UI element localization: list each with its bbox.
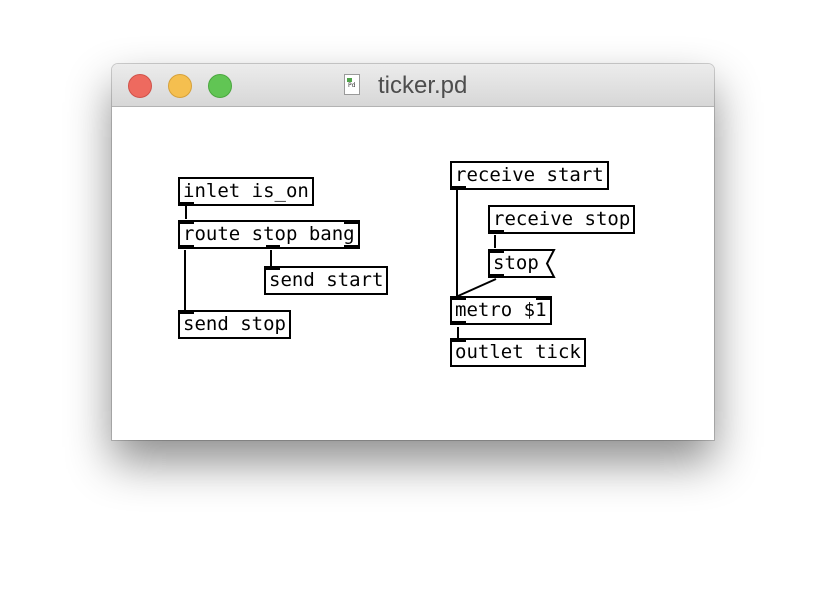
object-label: outlet tick [455,341,581,363]
object-receive-start[interactable]: receive start [450,161,609,190]
object-route-stop-bang[interactable]: route stop bang [178,220,360,249]
object-metro[interactable]: metro $1 [450,296,552,325]
minimize-button[interactable] [168,74,192,98]
inlet[interactable] [343,220,358,224]
pd-document-icon: Pd [344,74,360,95]
object-inlet-is-on[interactable]: inlet is_on [178,177,314,206]
inlet[interactable] [266,266,280,270]
object-receive-stop[interactable]: receive stop [488,205,636,234]
object-label: send stop [183,313,286,335]
inlet[interactable] [452,338,466,342]
patch-canvas[interactable] [112,107,714,440]
object-label: route stop bang [183,223,355,245]
inlet[interactable] [180,220,194,224]
object-outlet-tick[interactable]: outlet tick [450,338,586,367]
outlet[interactable] [180,245,194,249]
object-label: metro $1 [455,299,547,321]
outlet[interactable] [490,230,504,234]
outlet[interactable] [180,202,194,206]
outlet[interactable] [452,321,466,325]
title-bar[interactable]: Pd ticker.pd [112,64,714,107]
close-button[interactable] [128,74,152,98]
outlet[interactable] [266,245,280,249]
object-label: receive start [455,164,604,186]
patch-window: Pd ticker.pd [112,64,714,440]
object-label: send start [269,269,384,291]
inlet[interactable] [535,296,550,300]
outlet[interactable] [490,274,504,278]
outlet[interactable] [452,186,466,190]
window-title: ticker.pd [378,72,468,99]
object-send-stop[interactable]: send stop [178,310,291,339]
object-label: receive stop [493,208,631,230]
inlet[interactable] [490,249,504,253]
message-stop[interactable]: stop [488,249,554,278]
zoom-button[interactable] [208,74,232,98]
inlet[interactable] [180,310,194,314]
object-send-start[interactable]: send start [264,266,389,295]
message-label: stop [493,252,539,274]
object-label: inlet is_on [183,180,309,202]
outlet[interactable] [343,245,358,249]
inlet[interactable] [452,296,466,300]
